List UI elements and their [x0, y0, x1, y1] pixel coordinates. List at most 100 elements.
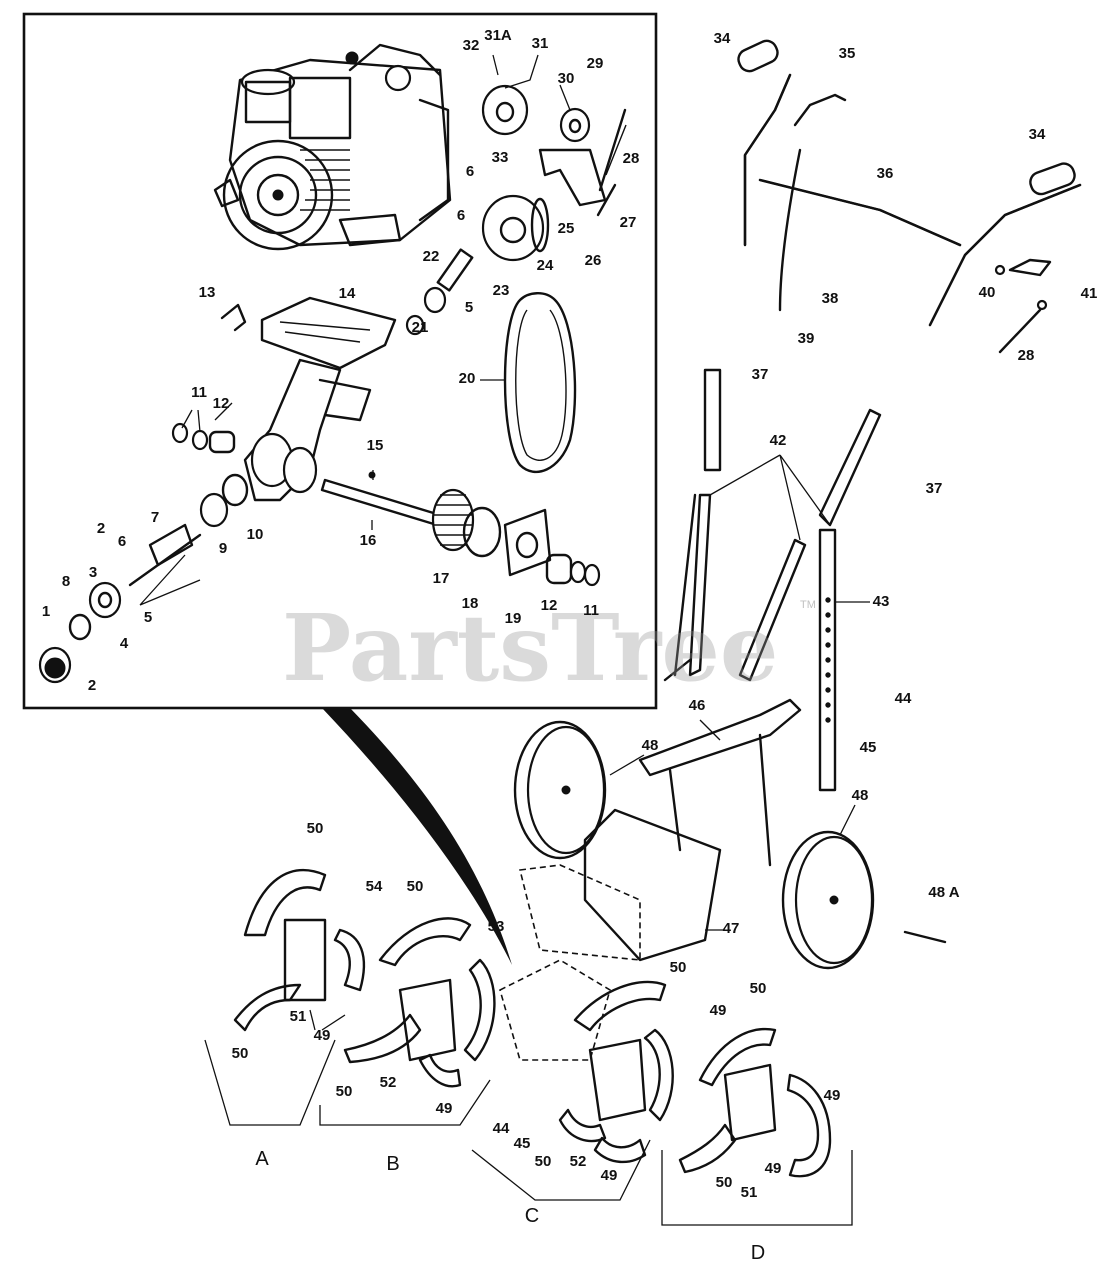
part-label-p22: 22 — [423, 248, 440, 265]
part-label-p50h: 50 — [716, 1174, 733, 1191]
pulley-23 — [481, 194, 550, 262]
transmission-housing — [243, 358, 372, 502]
shield-47 — [499, 808, 722, 1061]
part-label-p41: 41 — [1081, 285, 1098, 302]
part-label-p48b: 48 — [852, 787, 869, 804]
handle-assembly — [737, 39, 1082, 354]
part-label-p35: 35 — [839, 45, 856, 62]
part-label-p31: 31 — [532, 35, 549, 52]
part-label-p50c: 50 — [670, 959, 687, 976]
tine-group-c — [558, 980, 674, 1164]
bushing-22 — [423, 286, 447, 314]
bearing-12-upper — [208, 430, 236, 454]
part-label-p1: 1 — [42, 603, 50, 620]
group-label-B: B — [386, 1153, 399, 1175]
part-label-p40: 40 — [979, 284, 996, 301]
group-label-A: A — [255, 1148, 269, 1170]
belt-20 — [503, 292, 577, 474]
wheel-48-left — [513, 720, 607, 860]
part-label-p51a: 51 — [290, 1008, 307, 1025]
part-label-p5b: 5 — [144, 609, 152, 626]
part-label-p29: 29 — [587, 55, 604, 72]
part-label-p4: 4 — [120, 635, 129, 652]
part-label-p49a: 49 — [710, 1002, 727, 1019]
part-label-p50d: 50 — [750, 980, 767, 997]
braces-42 — [663, 368, 882, 682]
worm-7 — [148, 523, 194, 567]
part-label-p48a: 48 — [642, 737, 659, 754]
bearing-3 — [88, 581, 122, 619]
pulley-30 — [559, 107, 591, 143]
part-label-p7: 7 — [151, 509, 159, 526]
group-b-bracket — [319, 1079, 491, 1126]
group-letter-labels: A B C D — [255, 1148, 765, 1264]
axle-bolt-48a — [903, 930, 947, 944]
part-label-p13: 13 — [199, 284, 216, 301]
part-label-p14: 14 — [339, 285, 356, 302]
seal-11-lower — [583, 563, 601, 587]
part-label-p45a: 45 — [860, 739, 877, 756]
part-label-p31a: 31A — [484, 27, 512, 44]
ring-8 — [68, 613, 92, 641]
part-label-p6a: 6 — [466, 163, 474, 180]
part-label-p2b: 2 — [88, 677, 96, 694]
spring-27 — [596, 183, 617, 217]
part-label-p10: 10 — [247, 526, 264, 543]
part-label-p47: 47 — [723, 920, 740, 937]
part-label-p11b: 11 — [583, 602, 599, 619]
part-label-p16: 16 — [360, 532, 377, 549]
part-label-p38: 38 — [822, 290, 839, 307]
part-label-p28a: 28 — [623, 150, 640, 167]
part-label-p44a: 44 — [895, 690, 912, 707]
pulley-33 — [481, 84, 529, 136]
part-label-p50b: 50 — [407, 878, 424, 895]
part-label-p28b: 28 — [1018, 347, 1035, 364]
part-label-p24: 24 — [537, 257, 554, 274]
part-label-p43: 43 — [873, 593, 890, 610]
part-label-p45b: 45 — [514, 1135, 531, 1152]
part-label-p32: 32 — [463, 37, 480, 54]
part-label-p37b: 37 — [926, 480, 943, 497]
depth-bar-43 — [818, 528, 837, 792]
part-label-p49e: 49 — [601, 1167, 618, 1184]
part-label-p44b: 44 — [493, 1120, 510, 1137]
part-label-p12b: 12 — [541, 597, 558, 614]
bushing-21 — [405, 314, 425, 336]
part-label-p8: 8 — [62, 573, 70, 590]
part-label-p18: 18 — [462, 595, 479, 612]
group-label-D: D — [751, 1242, 765, 1264]
part-label-p21: 21 — [412, 319, 429, 336]
part-label-p15: 15 — [367, 437, 384, 454]
part-label-p11a: 11 — [191, 384, 207, 401]
worm-shaft-5 — [128, 533, 202, 587]
part-label-p6b: 6 — [457, 207, 465, 224]
part-label-p3: 3 — [89, 564, 97, 581]
part-label-p49f: 49 — [765, 1160, 782, 1177]
part-label-p52b: 52 — [570, 1153, 587, 1170]
part-label-p50e: 50 — [232, 1045, 249, 1062]
part-label-p34a: 34 — [714, 30, 731, 47]
part-label-p25: 25 — [558, 220, 575, 237]
part-label-p53: 53 — [488, 918, 505, 935]
part-label-p20: 20 — [459, 370, 476, 387]
shaft-5 — [436, 248, 474, 292]
axle-shaft-16 — [320, 478, 442, 527]
engine — [213, 43, 452, 251]
part-label-p17: 17 — [433, 570, 450, 587]
part-label-p49c: 49 — [436, 1100, 453, 1117]
part-label-p42: 42 — [770, 432, 787, 449]
part-label-p36: 36 — [877, 165, 894, 182]
group-c-bracket — [471, 1139, 651, 1201]
part-label-p51b: 51 — [741, 1184, 758, 1201]
tine-group-a — [233, 869, 366, 1032]
part-label-p39: 39 — [798, 330, 815, 347]
spring-28 — [598, 108, 627, 192]
group-a-bracket — [204, 1039, 336, 1126]
part-label-p6c: 6 — [118, 533, 126, 550]
seal-11-upper — [171, 422, 189, 444]
group-d-bracket — [661, 1150, 853, 1226]
group-label-C: C — [525, 1205, 539, 1227]
part-label-p50g: 50 — [535, 1153, 552, 1170]
part-label-p23: 23 — [493, 282, 510, 299]
